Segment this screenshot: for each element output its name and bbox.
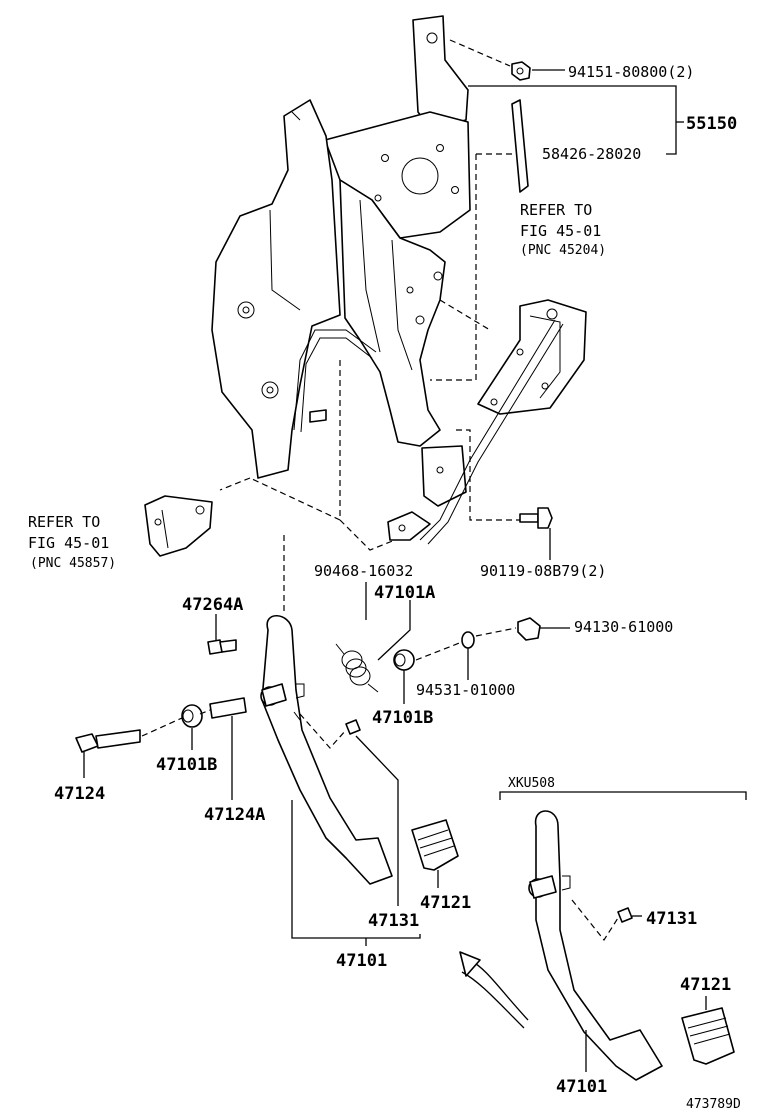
label-47121-main: 47121	[420, 893, 471, 913]
variant-pedal-drawing	[528, 810, 663, 1081]
left-bracket-drawing	[144, 495, 213, 557]
refer-note-top-line1: REFER TO	[520, 201, 592, 219]
variant-stopper-icon	[617, 907, 633, 923]
label-94531-01000: 94531-01000	[416, 681, 515, 699]
label-55150: 55150	[686, 114, 737, 134]
pedal-pad-icon	[411, 819, 459, 871]
label-47124A: 47124A	[204, 805, 265, 825]
curved-arrow-icon	[459, 951, 529, 1029]
nut-icon-2	[517, 617, 541, 641]
label-47101-variant: 47101	[556, 1077, 607, 1097]
label-90468-16032: 90468-16032	[314, 562, 413, 580]
label-47121-variant: 47121	[680, 975, 731, 995]
label-47101A: 47101A	[374, 583, 435, 603]
refer-note-top-line3: (PNC 45204)	[520, 243, 606, 258]
label-47101B-right: 47101B	[372, 708, 433, 728]
refer-note-left-line3: (PNC 45857)	[30, 556, 116, 571]
label-94130-61000: 94130-61000	[574, 618, 673, 636]
spacer-strip-icon	[511, 99, 529, 193]
label-47131-main: 47131	[368, 911, 419, 931]
label-47101B-left: 47101B	[156, 755, 217, 775]
refer-note-left-line2: FIG 45-01	[28, 534, 109, 552]
label-47124: 47124	[54, 784, 105, 804]
long-bolt-icon	[75, 729, 141, 753]
label-94151-80800: 94151-80800(2)	[568, 63, 694, 81]
washer-icon	[461, 631, 475, 649]
label-47101-main: 47101	[336, 951, 387, 971]
leader-lines	[83, 39, 747, 1072]
figure-id: 473789D	[686, 1097, 741, 1112]
refer-note-left-line1: REFER TO	[28, 513, 100, 531]
bolt-icon	[519, 507, 553, 529]
pedal-arm-drawing	[260, 615, 393, 885]
refer-note-top-line2: FIG 45-01	[520, 222, 601, 240]
label-variant-xku508: XKU508	[508, 776, 555, 791]
nut-icon	[511, 61, 531, 81]
short-bolt-icon	[207, 639, 237, 655]
sleeve-icon	[209, 697, 247, 719]
label-47264A: 47264A	[182, 595, 243, 615]
variant-pad-icon	[681, 1007, 735, 1065]
label-47131-variant: 47131	[646, 909, 697, 929]
label-58426-28020: 58426-28020	[542, 145, 641, 163]
label-90119-08B79: 90119-08B79(2)	[480, 562, 606, 580]
pedal-bracket-drawing	[211, 15, 471, 507]
switch-bracket-drawing	[387, 299, 587, 545]
stopper-icon	[345, 719, 361, 735]
bushing-icon	[393, 649, 415, 671]
left-bushing-icon	[181, 704, 203, 728]
spring-icon	[335, 643, 379, 693]
